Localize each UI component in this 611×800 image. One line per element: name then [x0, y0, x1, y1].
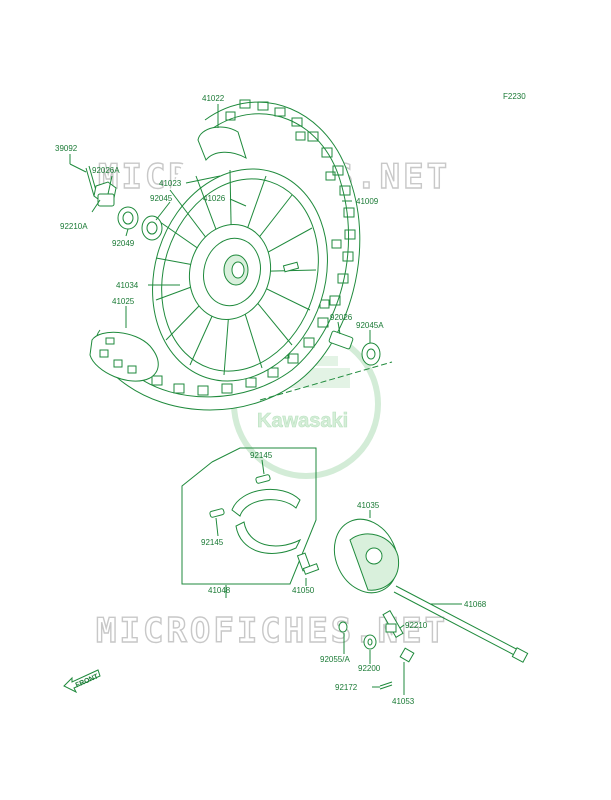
label-92145-bottom: 92145 [201, 538, 224, 547]
collar-92026A [97, 193, 115, 207]
wheel-assembly [95, 99, 361, 411]
label-41025: 41025 [112, 297, 135, 306]
front-arrow-icon: FRONT [63, 669, 101, 694]
bearing-92045A [361, 342, 381, 366]
brake-shoe-41048 [231, 488, 301, 517]
collar-92026 [328, 330, 354, 350]
washer-92055A [338, 621, 348, 633]
label-92026: 92026 [330, 313, 353, 322]
axle-41068 [393, 585, 529, 663]
brake-panel-41035 [333, 518, 400, 594]
label-92145-top: 92145 [250, 451, 273, 460]
label-92172: 92172 [335, 683, 358, 692]
label-41068: 41068 [464, 600, 487, 609]
brake-shoe-group [181, 447, 317, 585]
part-labels: 41022 39092 92026A 41023 92045 41026 410… [55, 94, 487, 706]
bolt-92172 [379, 681, 393, 687]
logo-text: Kawasaki [257, 410, 348, 432]
label-41026: 41026 [203, 194, 226, 203]
spring-92145-bottom [209, 508, 225, 518]
bearing-92045 [141, 215, 163, 241]
label-41023: 41023 [159, 179, 182, 188]
label-41053: 41053 [392, 697, 415, 706]
label-41048: 41048 [208, 586, 231, 595]
label-39092: 39092 [55, 144, 78, 153]
label-41022: 41022 [202, 94, 225, 103]
label-92055A: 92055/A [320, 655, 350, 664]
bolt-92210 [385, 623, 397, 633]
label-41034: 41034 [116, 281, 139, 290]
figure-code: F2230 [503, 92, 526, 101]
label-92049: 92049 [112, 239, 135, 248]
label-92210: 92210 [405, 621, 428, 630]
leader-lines [69, 104, 462, 695]
label-41009: 41009 [356, 197, 379, 206]
label-41035: 41035 [357, 501, 380, 510]
cotter-pin-39092 [85, 167, 95, 197]
label-92210A: 92210A [60, 222, 88, 231]
label-92045A: 92045A [356, 321, 384, 330]
label-92045: 92045 [150, 194, 173, 203]
spring-92145-top [255, 474, 271, 484]
label-92026A: 92026A [92, 166, 120, 175]
label-92200: 92200 [358, 664, 381, 673]
label-41050: 41050 [292, 586, 315, 595]
washer-92200 [363, 634, 377, 650]
seal-92049 [117, 206, 139, 230]
rim-band-41023 [197, 126, 247, 161]
